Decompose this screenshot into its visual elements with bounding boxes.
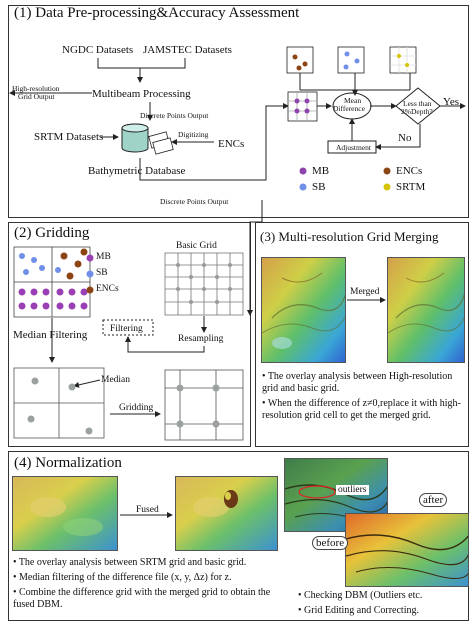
raw-points-grid — [13, 246, 91, 318]
legend-mb-label: MB — [312, 165, 330, 177]
fused-grid-image — [176, 477, 277, 550]
panel4-bullet-2: • Median filtering of the difference fil… — [13, 572, 232, 583]
panel3-bullets: • The overlay analysis between High-reso… — [262, 371, 467, 425]
basic-grid-figure — [164, 252, 244, 316]
discrete-points-bottom-label: Discrete Points Output — [160, 197, 229, 206]
panel4-bullet-1: • The overlay analysis between SRTM grid… — [13, 557, 247, 568]
median-filtering-label: Median Filtering — [13, 329, 88, 341]
panel2-flow — [49, 316, 207, 417]
less-than-label-2: 2%Depth? — [401, 107, 433, 116]
bathymetric-database-label: Bathymetric Database — [88, 165, 186, 177]
highres-output-label-2: Grid Output — [18, 92, 55, 101]
before-label: before — [312, 536, 349, 550]
panel4-bullet-5: • Grid Editing and Correcting. — [298, 605, 419, 616]
resampling-label: Resampling — [178, 334, 224, 344]
panel3-bullet-1: • The overlay analysis between High-reso… — [262, 371, 453, 394]
resampled-points — [176, 384, 220, 428]
raw-points — [18, 248, 88, 310]
panel3-title: (3) Multi-resolution Grid Merging — [260, 229, 439, 244]
median-label: Median — [101, 375, 131, 385]
highres-output-label: High-resolution — [12, 84, 60, 93]
mean-difference-label: Mean — [344, 96, 362, 105]
after-label: after — [419, 493, 448, 507]
p2-legend-sb-label: SB — [96, 268, 108, 278]
encs-label: ENCs — [218, 138, 245, 150]
fused-label: Fused — [136, 505, 159, 515]
resampled-grid-figure — [164, 369, 244, 441]
highres-grid-map — [261, 257, 346, 363]
srtm-datasets-label: SRTM Datasets — [34, 131, 104, 143]
multibeam-processing-label: Multibeam Processing — [92, 88, 191, 100]
ngdc-datasets-label: NGDC Datasets — [62, 44, 134, 56]
panel1-flow — [9, 58, 466, 316]
panel-preprocessing — [8, 5, 469, 218]
median-grid-figure — [13, 367, 105, 439]
basic-grid-nodes — [176, 263, 232, 304]
legend-srtm-label: SRTM — [396, 181, 426, 193]
basic-grid-label: Basic Grid — [176, 241, 217, 251]
panel2-title: (2) Gridding — [14, 225, 90, 241]
digitizing-label: Digitizing — [178, 130, 209, 139]
after-dbm-map — [345, 513, 469, 587]
panel3-bullet-2: • When the difference of z≠0,replace it … — [262, 398, 461, 421]
merged-grid-map — [387, 257, 465, 363]
decision-shapes — [327, 87, 441, 154]
jamstec-datasets-label: JAMSTEC Datasets — [143, 44, 232, 56]
panel-grid-merging — [255, 222, 469, 447]
database-icon — [121, 123, 149, 153]
sample-grid-srtm — [389, 46, 417, 74]
panel4-title: (4) Normalization — [14, 455, 122, 471]
outliers-label: outliers — [336, 485, 369, 495]
after-dbm-image — [346, 514, 468, 586]
panel1-title: (1) Data Pre-processing&Accuracy Assessm… — [14, 5, 300, 21]
legend-sb-label: SB — [312, 181, 326, 193]
sample-grid-sb — [337, 46, 365, 74]
sample-grid-mb — [287, 91, 318, 122]
filtering-label: Filtering — [110, 324, 143, 334]
sample-grid-encs — [286, 46, 314, 74]
panel4-left-bullets: • The overlay analysis between SRTM grid… — [13, 557, 288, 614]
fused-grid-map — [175, 476, 278, 551]
p2-legend-mb-label: MB — [96, 252, 111, 262]
adjustment-label: Adjustment — [336, 143, 371, 152]
panel-gridding — [8, 222, 251, 447]
discrete-points-top-label: Discrete Points Output — [140, 111, 209, 120]
yes-label: Yes — [443, 96, 460, 108]
merged-label: Merged — [350, 287, 380, 297]
median-points — [27, 377, 93, 435]
panel4-bullet-3: • Combine the difference grid with the m… — [13, 587, 271, 610]
highres-grid-image — [262, 258, 345, 362]
less-than-label: Less than — [403, 99, 432, 108]
srtm-grid-map — [12, 476, 118, 551]
gridding-label: Gridding — [119, 403, 154, 413]
p2-legend-encs-label: ENCs — [96, 284, 119, 294]
panel1-legend-dots — [299, 167, 391, 191]
panel4-right-bullets: • Checking DBM (Outliers etc. • Grid Edi… — [298, 590, 468, 620]
enc-sheets-icon — [148, 131, 174, 155]
panel4-bullet-4: • Checking DBM (Outliers etc. — [298, 590, 423, 601]
panel2-legend-dots — [86, 254, 94, 294]
merged-grid-image — [388, 258, 464, 362]
mean-difference-label-2: Difference — [333, 104, 365, 113]
srtm-grid-image — [13, 477, 117, 550]
no-label: No — [398, 132, 412, 144]
legend-encs-label: ENCs — [396, 165, 423, 177]
